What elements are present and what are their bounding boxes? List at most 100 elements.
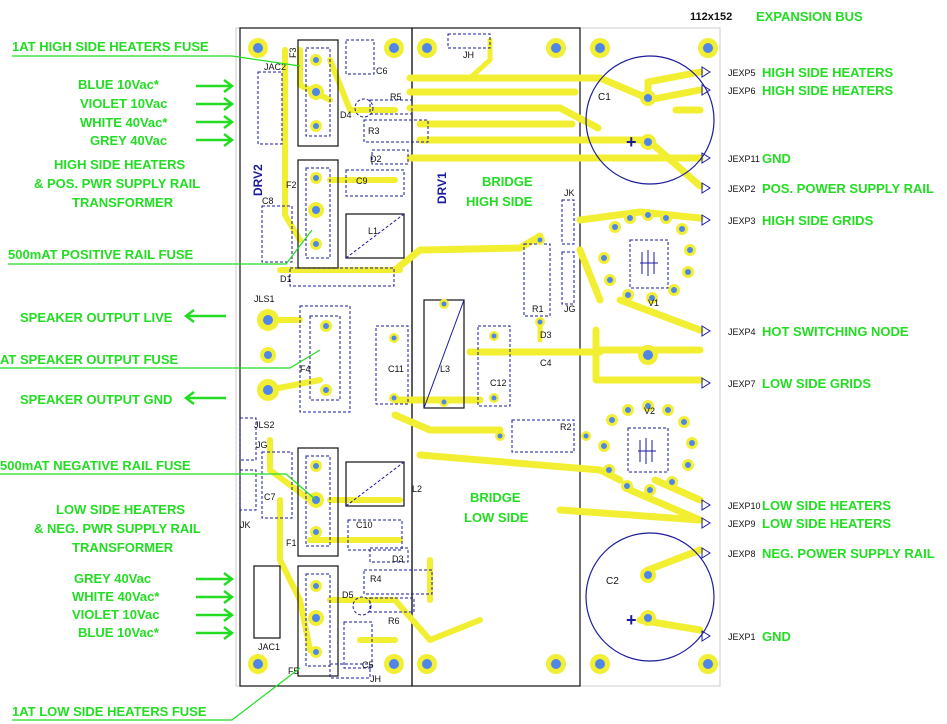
jk-top-label: JK [564, 188, 575, 198]
jac1-label: JAC1 [258, 642, 280, 652]
expansion-pin-marker [701, 630, 711, 642]
c1-label: C1 [598, 92, 611, 103]
grey-top-label: GREY 40Vac [90, 133, 167, 148]
svg-text:+: + [626, 132, 637, 152]
l3-label: L3 [440, 364, 450, 374]
expansion-pin-name: NEG. POWER SUPPLY RAIL [762, 546, 935, 561]
expansion-pin-name: GND [762, 151, 791, 166]
pos-rail-fuse-label: 500mAT POSITIVE RAIL FUSE [8, 247, 194, 262]
bridge-low-line2: LOW SIDE [464, 510, 529, 525]
mounting-pads [248, 38, 718, 674]
hs-transformer-line3: TRANSFORMER [72, 195, 174, 210]
expansion-pin-id: JEXP3 [728, 216, 756, 226]
board-size-label: 112x152 [690, 11, 732, 23]
f5-label: F5 [288, 666, 299, 676]
svg-text:+: + [626, 610, 637, 630]
jls2-label: JLS2 [254, 420, 275, 430]
f2-label: F2 [286, 180, 297, 190]
white-top-label: WHITE 40Vac* [80, 115, 168, 130]
expansion-pin-marker [701, 84, 711, 96]
hs-transformer-line2: & POS. PWR SUPPLY RAIL [34, 176, 200, 191]
expansion-pin-id: JEXP10 [728, 501, 761, 511]
expansion-pin-marker [701, 182, 711, 194]
l2-label: L2 [412, 484, 422, 494]
capacitor-c1: + [585, 55, 715, 185]
blue-bot-label: BLUE 10Vac* [78, 625, 160, 640]
expansion-pin-id: JEXP9 [728, 519, 756, 529]
c10-label: C10 [356, 520, 373, 530]
hs-transformer-line1: HIGH SIDE HEATERS [54, 157, 186, 172]
expansion-pin-id: JEXP8 [728, 549, 756, 559]
fuse-hi-label: 1AT HIGH SIDE HEATERS FUSE [12, 39, 209, 54]
d1-label: D1 [280, 274, 292, 284]
speaker-gnd-label: SPEAKER OUTPUT GND [20, 392, 172, 407]
expansion-pin-name: LOW SIDE GRIDS [762, 376, 871, 391]
expansion-pin-name: HIGH SIDE HEATERS [762, 65, 894, 80]
bridge-high-line1: BRIDGE [482, 174, 533, 189]
expansion-pin-marker [701, 66, 711, 78]
d2-label: D2 [370, 154, 382, 164]
jg-top-label: JG [564, 304, 576, 314]
ls-transformer-line2: & NEG. PWR SUPPLY RAIL [34, 521, 201, 536]
capacitor-c2: + [585, 532, 715, 662]
component-outlines [239, 33, 575, 679]
r2-label: R2 [560, 422, 572, 432]
r6-label: R6 [388, 616, 400, 626]
r4-label: R4 [370, 574, 382, 584]
c9-label: C9 [356, 176, 368, 186]
expansion-pin-id: JEXP11 [728, 154, 760, 164]
bridge-high-line2: HIGH SIDE [466, 194, 533, 209]
d4-label: D4 [340, 110, 352, 120]
expansion-pin-name: HIGH SIDE HEATERS [762, 83, 894, 98]
left-annotations: 1AT HIGH SIDE HEATERS FUSE BLUE 10Vac* V… [0, 39, 321, 721]
expansion-pin-name: HIGH SIDE GRIDS [762, 213, 874, 228]
expansion-pin-id: JEXP4 [728, 327, 756, 337]
ls-transformer-line1: LOW SIDE HEATERS [56, 502, 185, 517]
jac2-label: JAC2 [264, 62, 286, 72]
d5-label: D5 [342, 590, 354, 600]
violet-bot-label: VIOLET 10Vac [72, 607, 159, 622]
f1-label: F1 [286, 538, 297, 548]
copper-traces [265, 37, 704, 653]
neg-rail-fuse-label: 500mAT NEGATIVE RAIL FUSE [0, 458, 191, 473]
violet-top-label: VIOLET 10Vac [80, 96, 167, 111]
jg-bot-label: JG [256, 440, 268, 450]
r3-label: R3 [368, 126, 380, 136]
drv1-outline [411, 27, 581, 687]
grey-bot-label: GREY 40Vac [74, 571, 151, 586]
expansion-pin-id: JEXP1 [728, 632, 756, 642]
blue-top-label: BLUE 10Vac* [78, 77, 160, 92]
expansion-pin-id: JEXP5 [728, 68, 756, 78]
c5-label: C5 [362, 660, 374, 670]
expansion-pin-marker [701, 214, 711, 226]
f3-label: F3 [288, 47, 298, 58]
jh-bot-label: JH [370, 674, 381, 684]
expansion-pin-marker [701, 325, 711, 337]
jk-bot-label: JK [240, 520, 251, 530]
c4-label: C4 [540, 358, 552, 368]
jh-top-label: JH [463, 50, 474, 60]
v1-label: V1 [648, 298, 659, 308]
expansion-pin-name: HOT SWITCHING NODE [762, 324, 909, 339]
expansion-pin-name: LOW SIDE HEATERS [762, 516, 891, 531]
expansion-pin-id: JEXP6 [728, 86, 756, 96]
jls1-label: JLS1 [254, 294, 275, 304]
drv1-label: DRV1 [435, 172, 449, 204]
d3-label: D3 [392, 554, 404, 564]
expansion-pin-id: JEXP7 [728, 379, 756, 389]
speaker-fuse-label: AT SPEAKER OUTPUT FUSE [0, 352, 178, 367]
expansion-pin-marker [701, 499, 711, 511]
board-refdes: JH JAC2 F3 C6 R5 D4 R3 D2 F2 C9 C8 L1 D1… [240, 47, 659, 684]
expansion-bus-label: EXPANSION BUS [756, 9, 863, 24]
expansion-pin-name: LOW SIDE HEATERS [762, 498, 891, 513]
expansion-pin-name: POS. POWER SUPPLY RAIL [762, 181, 934, 196]
white-bot-label: WHITE 40Vac* [72, 589, 160, 604]
c11-label: C11 [388, 364, 404, 374]
r5-label: R5 [390, 92, 402, 102]
expansion-pin-marker [701, 152, 711, 164]
expansion-pin-marker [701, 377, 711, 389]
expansion-pin-name: GND [762, 629, 791, 644]
